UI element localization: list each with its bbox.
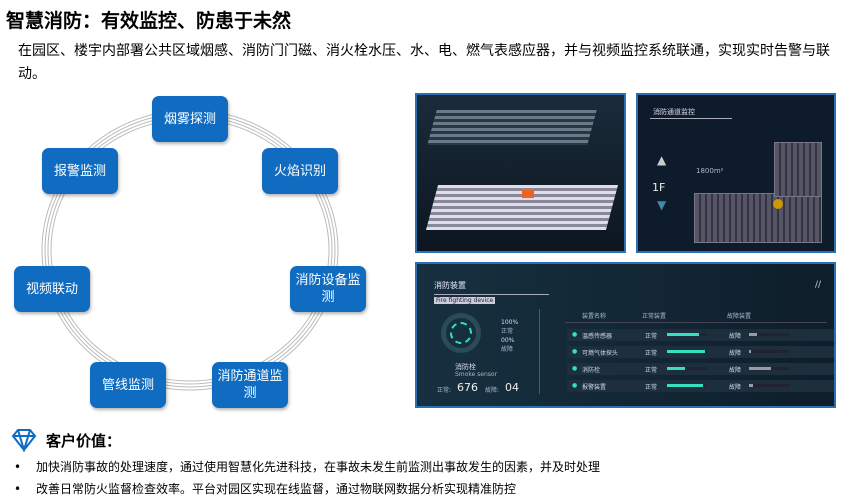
node-video-linkage: 视频联动 [14, 266, 90, 312]
header-normal: 正常装置 [642, 313, 667, 320]
floor-panel-title: 消防通道监控 [653, 108, 695, 116]
floor-plan-panel: 消防通道监控 ▲ 1F ▼ 1800m² [636, 93, 836, 253]
node-passage-monitoring: 消防通道监测 [212, 362, 288, 408]
node-alarm-monitoring: 报警监测 [42, 148, 118, 194]
row-normal-label: 正常 [645, 367, 658, 374]
customer-value-heading: 客户价值： [10, 428, 121, 452]
row-fault-label: 故障 [729, 367, 742, 374]
fault-bar [749, 367, 789, 370]
expand-icon[interactable]: + [835, 382, 836, 389]
table-row: ●可燃气体探头 正常 故障 + [567, 346, 836, 358]
fault-label: 故障 [501, 346, 514, 353]
normal-bar [667, 333, 707, 336]
row-normal-label: 正常 [645, 384, 658, 391]
row-name: 消防栓 [582, 367, 601, 374]
diamond-icon [11, 429, 37, 452]
row-fault-label: 故障 [729, 333, 742, 340]
node-smoke-detection: 烟雾探测 [152, 96, 228, 142]
device-en: Smoke sensor [455, 371, 498, 378]
row-normal-label: 正常 [645, 333, 658, 340]
table-row: ●温感传感器 正常 故障 + [567, 329, 836, 341]
device-panel-title: 消防装置 [434, 281, 466, 290]
expand-icon[interactable]: + [835, 365, 836, 372]
table-row: ●报警装置 正常 故障 + [567, 380, 836, 392]
expand-icon[interactable]: + [835, 331, 836, 338]
fault-count: 04 [505, 381, 519, 394]
fault-bar [749, 333, 789, 336]
normal-pct: 100% [501, 319, 519, 326]
value-heading-text: 客户价值： [46, 431, 122, 450]
cycle-ring [41, 109, 339, 391]
value-bullet: •加快消防事故的处理速度，通过使用智慧化先进科技，在事故未发生前监测出事故发生的… [14, 460, 601, 474]
table-row: ●消防栓 正常 故障 + [567, 363, 836, 375]
node-pipeline-monitoring: 管线监测 [90, 362, 166, 408]
building-3d-view [415, 93, 626, 253]
value-bullet-text: 加快消防事故的处理速度，通过使用智慧化先进科技，在事故未发生前监测出事故发生的因… [36, 460, 601, 474]
fault-count-label: 故障: [485, 387, 500, 394]
normal-bar [667, 350, 707, 353]
node-flame-recognition: 火焰识别 [262, 148, 338, 194]
page-title: 智慧消防：有效监控、防患于未然 [6, 10, 292, 32]
device-table: 装置名称 正常装置 故障装置 ●温感传感器 正常 故障 + ●可燃气体探头 正常 … [537, 264, 836, 406]
header-fault: 故障装置 [727, 313, 752, 320]
value-bullet: •改善日常防火监督检查效率。平台对园区实现在线监督，通过物联网数据分析实现精准防… [14, 482, 517, 496]
normal-label: 正常 [501, 328, 514, 335]
device-panel-subtitle[interactable]: Fire fighting device [434, 297, 496, 304]
fault-bar [749, 384, 789, 387]
floor-label[interactable]: 1F [652, 181, 666, 194]
node-equipment-monitoring: 消防设备监测 [290, 266, 366, 312]
description: 在园区、楼宇内部署公共区域烟感、消防门门磁、消火栓水压、水、电、燃气表感应器，并… [18, 43, 830, 82]
row-fault-label: 故障 [729, 384, 742, 391]
row-name: 温感传感器 [582, 333, 613, 340]
normal-bar [667, 384, 707, 387]
normal-bar [667, 367, 707, 370]
fault-pct: 00% [501, 337, 515, 344]
fire-device-panel: 消防装置 Fire fighting device 100% 正常 00% 故障… [415, 262, 836, 408]
value-bullet-text: 改善日常防火监督检查效率。平台对园区实现在线监督，通过物联网数据分析实现精准防控 [36, 482, 517, 496]
expand-icon[interactable]: + [835, 348, 836, 355]
header-name: 装置名称 [582, 313, 607, 320]
fault-bar [749, 350, 789, 353]
area-label: 1800m² [696, 167, 724, 175]
row-name: 可燃气体探头 [582, 350, 619, 357]
row-fault-label: 故障 [729, 350, 742, 357]
normal-count-label: 正常: [437, 387, 452, 394]
row-name: 报警装置 [582, 384, 607, 391]
normal-count: 676 [457, 381, 478, 394]
row-normal-label: 正常 [645, 350, 658, 357]
device-name: 消防栓 [455, 363, 476, 371]
